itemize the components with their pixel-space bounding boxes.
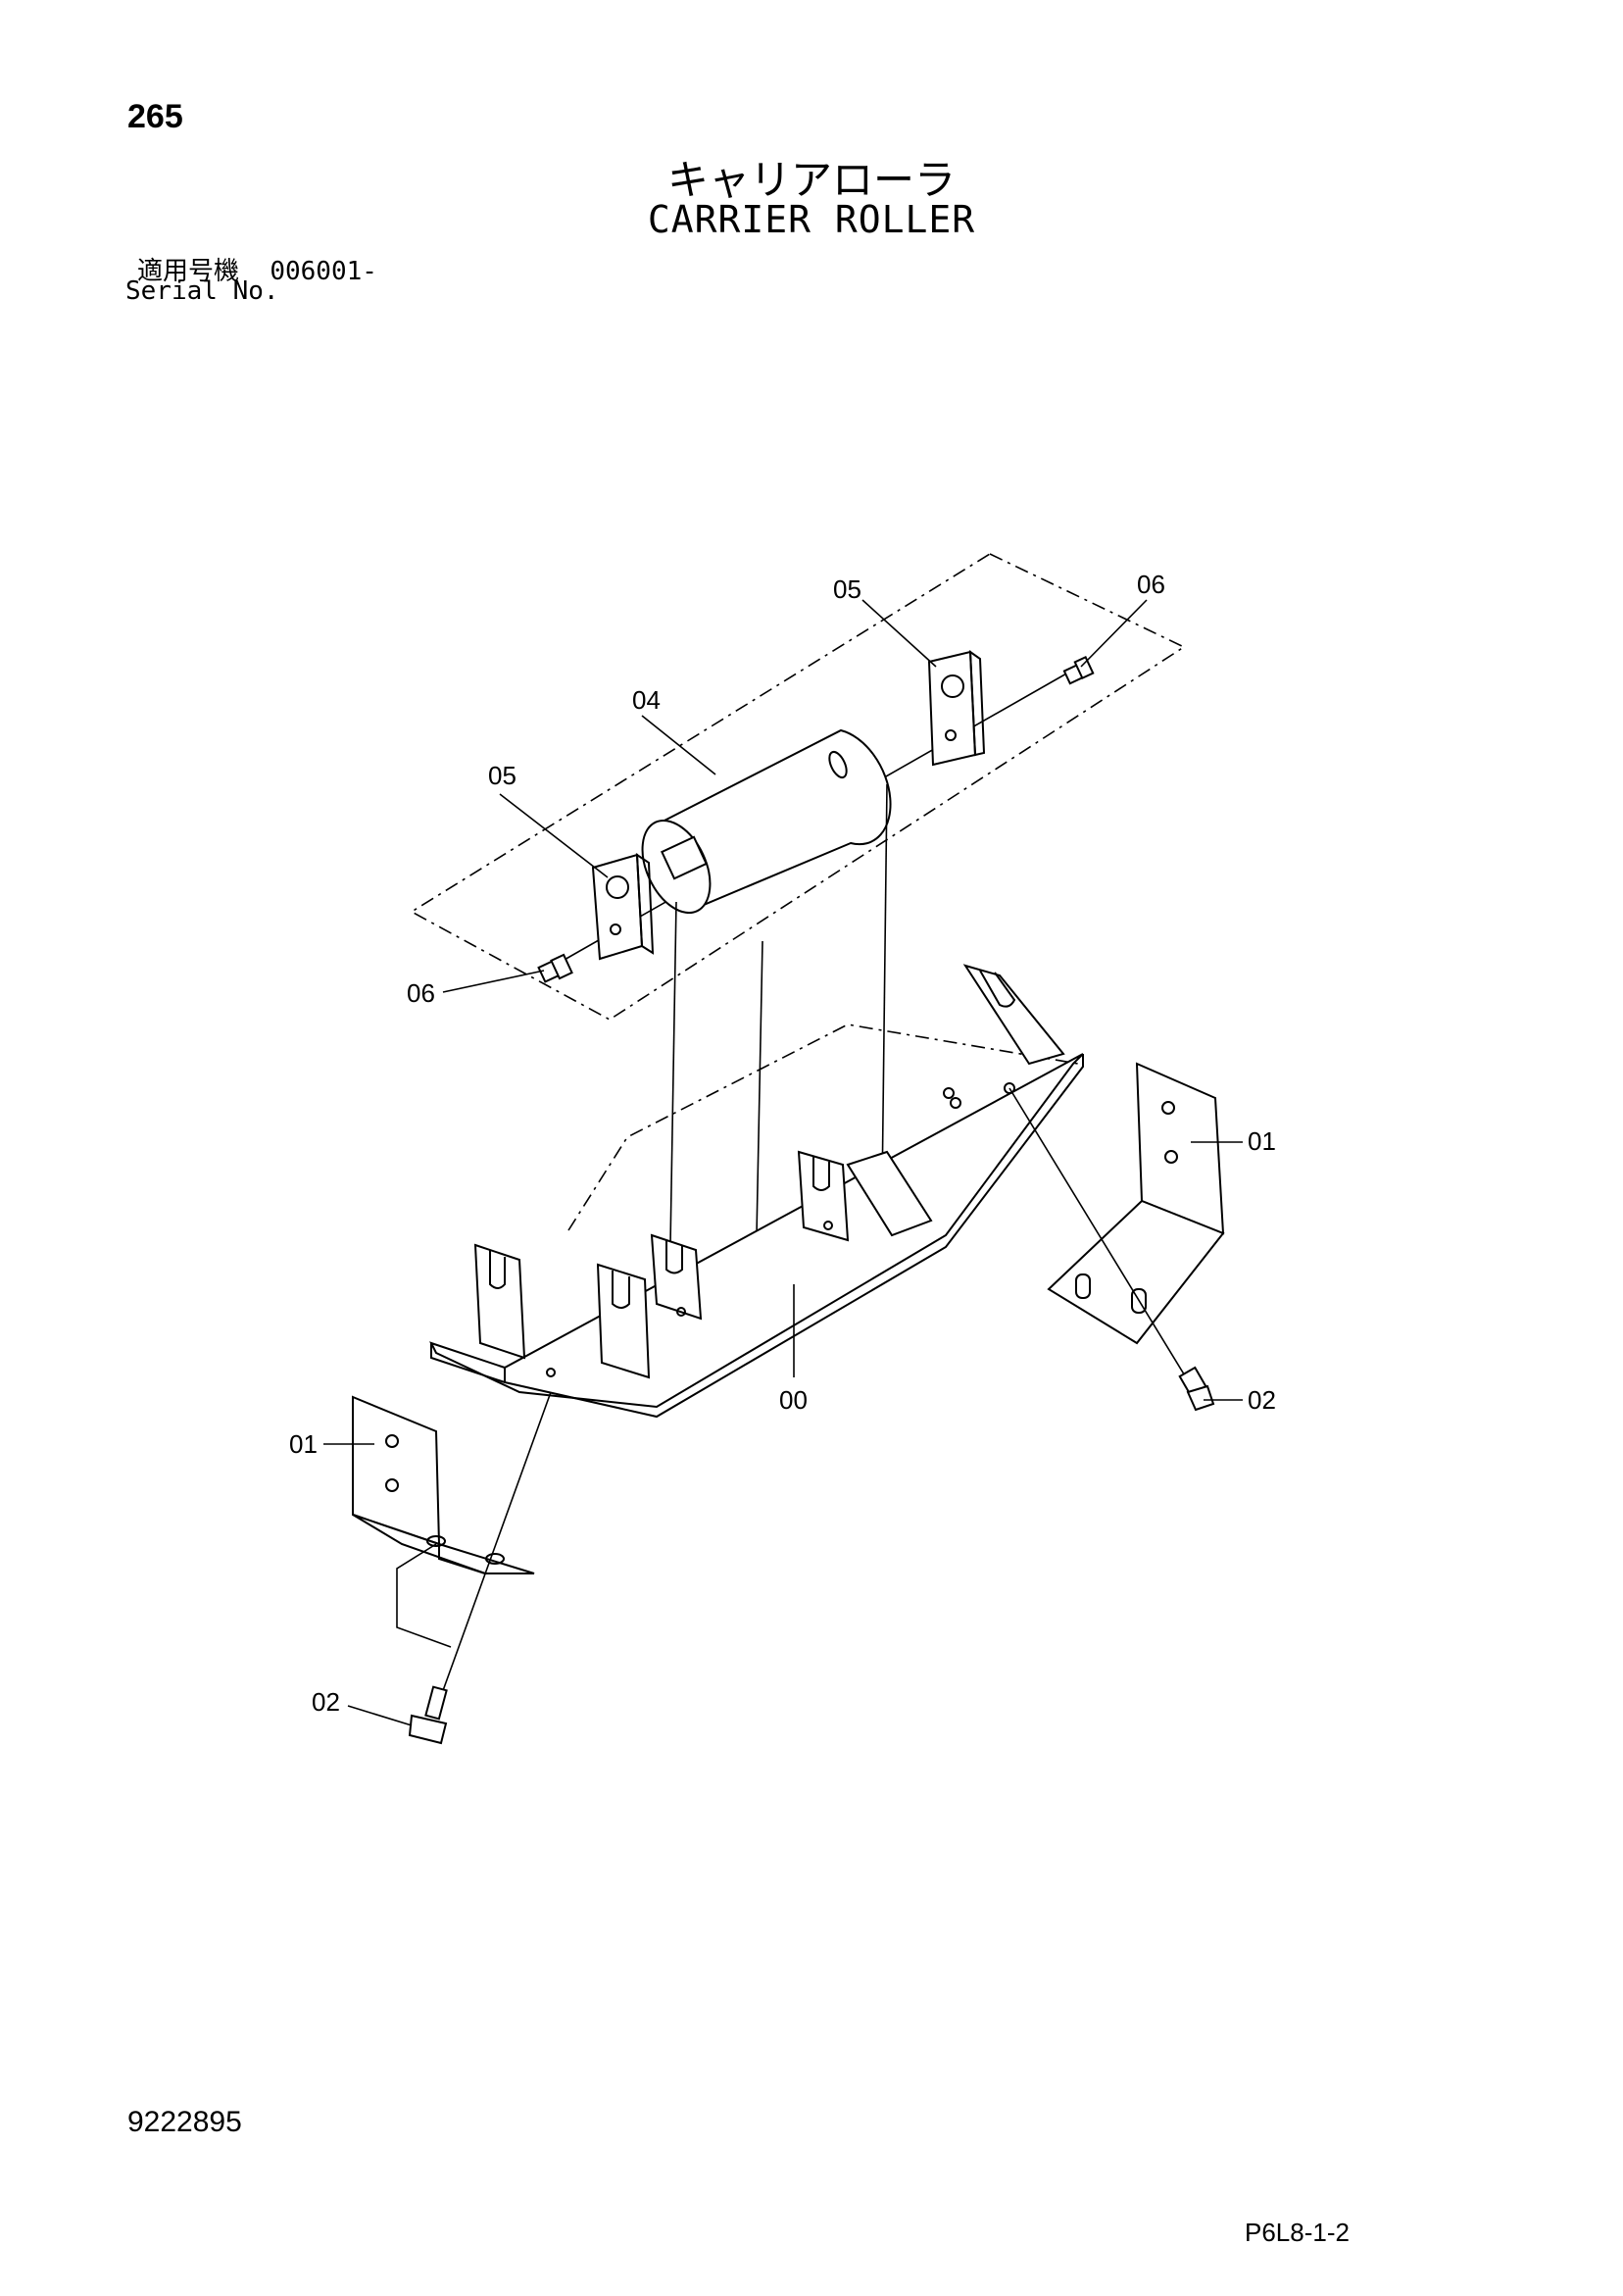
leader-02-left bbox=[347, 1705, 413, 1726]
bracket-left bbox=[352, 1395, 535, 1648]
leader-04 bbox=[641, 715, 716, 775]
sheet-code: P6L8-1-2 bbox=[1245, 2218, 1350, 2247]
callout-06-right: 06 bbox=[1137, 570, 1165, 599]
leader-06-left bbox=[442, 970, 545, 993]
drawing-code: 9222895 bbox=[127, 2106, 242, 2138]
callout-04: 04 bbox=[632, 685, 661, 715]
serial-label-english: Serial No. bbox=[125, 276, 279, 306]
page-number: 265 bbox=[127, 98, 183, 135]
serial-label-jp: 適用号機 bbox=[137, 257, 240, 286]
bolt-top-right bbox=[1062, 655, 1095, 685]
serial-value: 006001- bbox=[270, 257, 377, 286]
title-english: CARRIER ROLLER bbox=[647, 198, 976, 241]
callout-01-left: 01 bbox=[289, 1429, 318, 1459]
leader-05-left bbox=[499, 793, 609, 878]
bolt-right bbox=[1008, 1087, 1215, 1412]
callout-05-right: 05 bbox=[833, 574, 861, 604]
roller-frame bbox=[429, 964, 1084, 1419]
callout-00: 00 bbox=[779, 1385, 808, 1415]
bracket-right bbox=[1047, 1062, 1225, 1345]
plate-right bbox=[927, 650, 986, 767]
leader-06-right bbox=[1080, 599, 1148, 668]
bolt-left bbox=[408, 1391, 552, 1745]
leader-05-right bbox=[861, 599, 937, 668]
hidden-line bbox=[756, 940, 763, 1236]
upper-assembly-outline bbox=[410, 553, 1186, 1021]
title-japanese: キャリアローラ bbox=[666, 156, 956, 204]
plate-left bbox=[591, 853, 655, 961]
callout-05-left: 05 bbox=[488, 761, 516, 790]
roller-assembly bbox=[641, 728, 892, 915]
callout-02-left: 02 bbox=[312, 1687, 340, 1717]
callout-06-left: 06 bbox=[407, 978, 435, 1008]
serial-line-japanese: 適用号機 006001- bbox=[137, 251, 377, 287]
hidden-line bbox=[669, 901, 677, 1246]
hidden-line bbox=[881, 783, 888, 1197]
callout-01-right: 01 bbox=[1248, 1126, 1276, 1156]
bolt-top-left bbox=[537, 953, 573, 983]
callout-02-right: 02 bbox=[1248, 1385, 1276, 1415]
